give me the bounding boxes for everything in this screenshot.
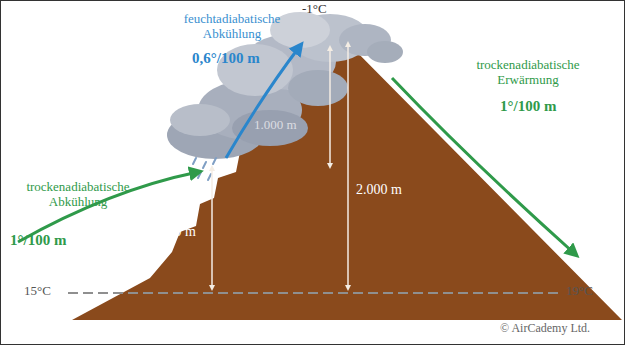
process-label: feuchtadiabatische Abkühlung xyxy=(176,12,288,42)
copyright-note: © AirCademy Ltd. xyxy=(500,322,590,336)
height-label: 1.000 m xyxy=(254,118,297,133)
lapse-rate: 1°/100 m xyxy=(10,232,66,249)
mountain xyxy=(72,40,622,320)
process-label: trockenadiabatische Erwärmung xyxy=(462,58,594,88)
temperature-label: 15°C xyxy=(24,284,51,299)
lapse-rate: 1°/100 m xyxy=(500,98,556,115)
height-arrow xyxy=(211,168,213,288)
height-arrow xyxy=(329,48,331,166)
cloud xyxy=(167,12,403,159)
lapse-rate: 0,6°/100 m xyxy=(192,50,260,67)
reference-level xyxy=(68,292,560,294)
height-arrow xyxy=(347,44,349,288)
height-label: 1.000 m xyxy=(150,224,196,240)
temperature-label: -1°C xyxy=(302,2,327,17)
height-label: 2.000 m xyxy=(356,182,402,198)
process-label: trockenadiabatische Abkühlung xyxy=(14,180,142,210)
temperature-label: 19°C xyxy=(566,284,593,299)
dry-warming-arrow xyxy=(392,78,575,254)
